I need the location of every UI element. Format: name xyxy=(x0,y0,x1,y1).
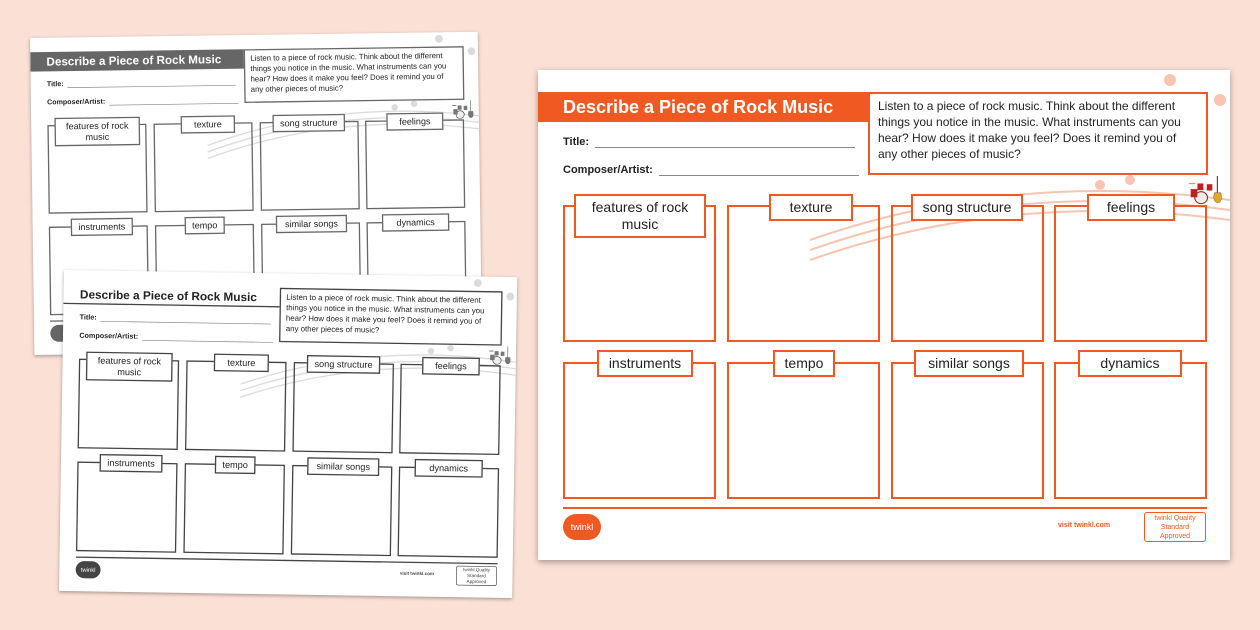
instructions-box: Listen to a piece of rock music. Think a… xyxy=(243,46,465,103)
section-label: feelings xyxy=(386,112,444,131)
composer-field[interactable]: Composer/Artist: xyxy=(79,331,274,343)
section-box-song-structure[interactable] xyxy=(292,362,395,454)
worksheet-sheet: Describe a Piece of Rock Music Listen to… xyxy=(58,270,518,599)
section-label: texture xyxy=(213,353,270,373)
section-label: texture xyxy=(769,194,853,221)
section-label: similar songs xyxy=(275,214,348,234)
section-box-instruments[interactable] xyxy=(563,362,716,499)
title-field-label: Title: xyxy=(46,80,64,89)
section-label: song structure xyxy=(306,355,381,374)
composer-field[interactable]: Composer/Artist: xyxy=(563,164,859,176)
section-box-instruments[interactable] xyxy=(75,461,178,553)
footer-divider xyxy=(75,556,498,565)
title-field-line[interactable] xyxy=(100,321,271,325)
section-box-texture[interactable] xyxy=(184,360,287,452)
section-label: instruments xyxy=(99,453,163,473)
drum-kit-guitar-image xyxy=(488,346,511,365)
section-label: features of rock music xyxy=(54,116,141,147)
section-label: similar songs xyxy=(307,457,380,477)
quality-badge: twinkl Quality Standard Approved xyxy=(456,565,497,586)
composer-field-label: Composer/Artist: xyxy=(47,97,106,107)
instructions-box: Listen to a piece of rock music. Think a… xyxy=(868,92,1208,175)
section-box-dynamics[interactable] xyxy=(1054,362,1207,499)
section-box-tempo[interactable] xyxy=(183,463,285,555)
footer-link[interactable]: visit twinkl.com xyxy=(399,571,435,577)
section-label: song structure xyxy=(272,113,346,133)
section-box-feelings[interactable] xyxy=(365,119,466,210)
drum-kit-guitar-image xyxy=(1188,176,1222,204)
section-box-dynamics[interactable] xyxy=(397,466,500,558)
section-box-texture[interactable] xyxy=(727,205,880,342)
section-label: feelings xyxy=(1087,194,1175,221)
worksheet-title: Describe a Piece of Rock Music xyxy=(63,284,280,308)
composer-field-line[interactable] xyxy=(142,340,274,343)
section-label: tempo xyxy=(214,455,256,475)
section-box-feelings[interactable] xyxy=(399,363,501,456)
title-field-line[interactable] xyxy=(595,147,856,148)
section-label: texture xyxy=(180,115,236,134)
title-field-label: Title: xyxy=(563,136,590,148)
twinkl-logo: twinkl xyxy=(75,561,101,579)
section-label: tempo xyxy=(184,216,225,235)
section-label: instruments xyxy=(597,350,693,377)
footer-link[interactable]: visit twinkl.com xyxy=(1058,522,1111,529)
section-label: dynamics xyxy=(381,213,450,232)
worksheet-sheet: Describe a Piece of Rock Music Listen to… xyxy=(30,31,483,355)
drum-kit-guitar-image xyxy=(451,100,474,119)
section-label: features of rock music xyxy=(574,194,706,238)
title-field[interactable]: Title: xyxy=(79,313,271,325)
worksheet-title: Describe a Piece of Rock Music xyxy=(538,92,868,122)
section-label: dynamics xyxy=(414,458,483,478)
section-box-song-structure[interactable] xyxy=(891,205,1044,342)
section-box-feelings[interactable] xyxy=(1054,205,1207,342)
composer-field-line[interactable] xyxy=(658,175,859,176)
title-field[interactable]: Title: xyxy=(563,136,856,148)
section-box-texture[interactable] xyxy=(153,122,254,213)
section-label: features of rock music xyxy=(85,351,173,382)
quality-badge: twinkl Quality Standard Approved xyxy=(1144,512,1206,542)
footer-divider xyxy=(563,507,1207,509)
section-label: tempo xyxy=(773,350,835,377)
section-label: similar songs xyxy=(914,350,1024,377)
section-box-similar-songs[interactable] xyxy=(891,362,1044,499)
worksheet-title: Describe a Piece of Rock Music xyxy=(30,49,244,72)
instructions-box: Listen to a piece of rock music. Think a… xyxy=(279,287,503,346)
section-box-tempo[interactable] xyxy=(727,362,880,499)
section-label: dynamics xyxy=(1078,350,1182,377)
section-label: song structure xyxy=(911,194,1023,221)
section-box-similar-songs[interactable] xyxy=(290,464,393,557)
worksheet-sheet: Describe a Piece of Rock Music Listen to… xyxy=(538,70,1230,560)
title-field-label: Title: xyxy=(79,313,97,322)
section-label: instruments xyxy=(70,217,134,237)
section-box-song-structure[interactable] xyxy=(259,120,360,211)
twinkl-logo: twinkl xyxy=(563,514,601,540)
composer-field-label: Composer/Artist: xyxy=(79,331,139,341)
composer-field-label: Composer/Artist: xyxy=(563,164,653,176)
section-label: feelings xyxy=(421,356,480,376)
